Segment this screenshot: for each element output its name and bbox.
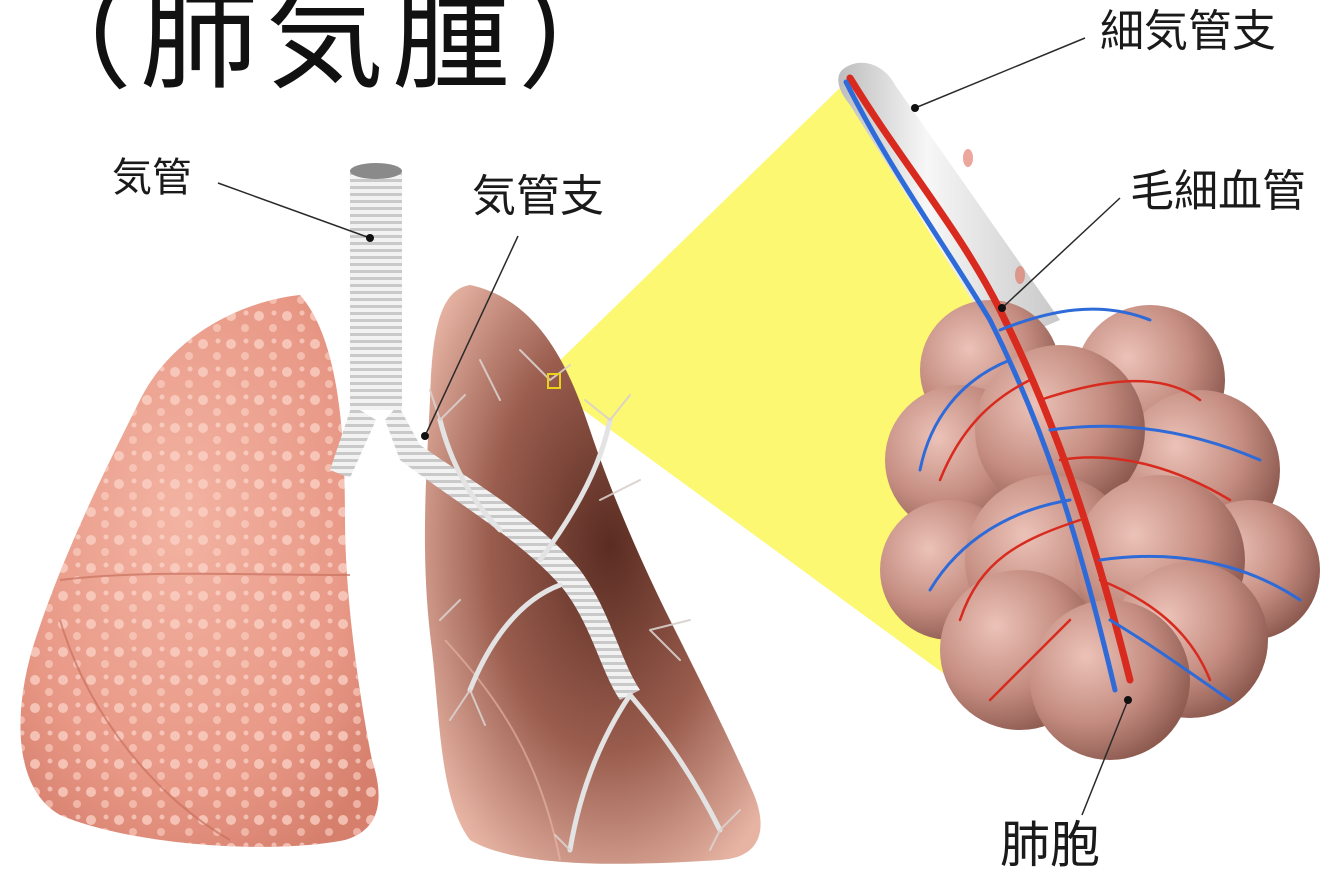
label-capillary: 毛細血管 bbox=[1130, 170, 1306, 214]
label-trachea: 気管 bbox=[112, 158, 192, 198]
label-bronchus: 気管支 bbox=[472, 175, 604, 219]
label-bronchiole: 細気管支 bbox=[1100, 10, 1276, 54]
label-alveoli: 肺胞 bbox=[1000, 820, 1100, 870]
alveoli-cluster-illustration bbox=[880, 300, 1320, 760]
left-lung-illustration bbox=[20, 295, 378, 847]
